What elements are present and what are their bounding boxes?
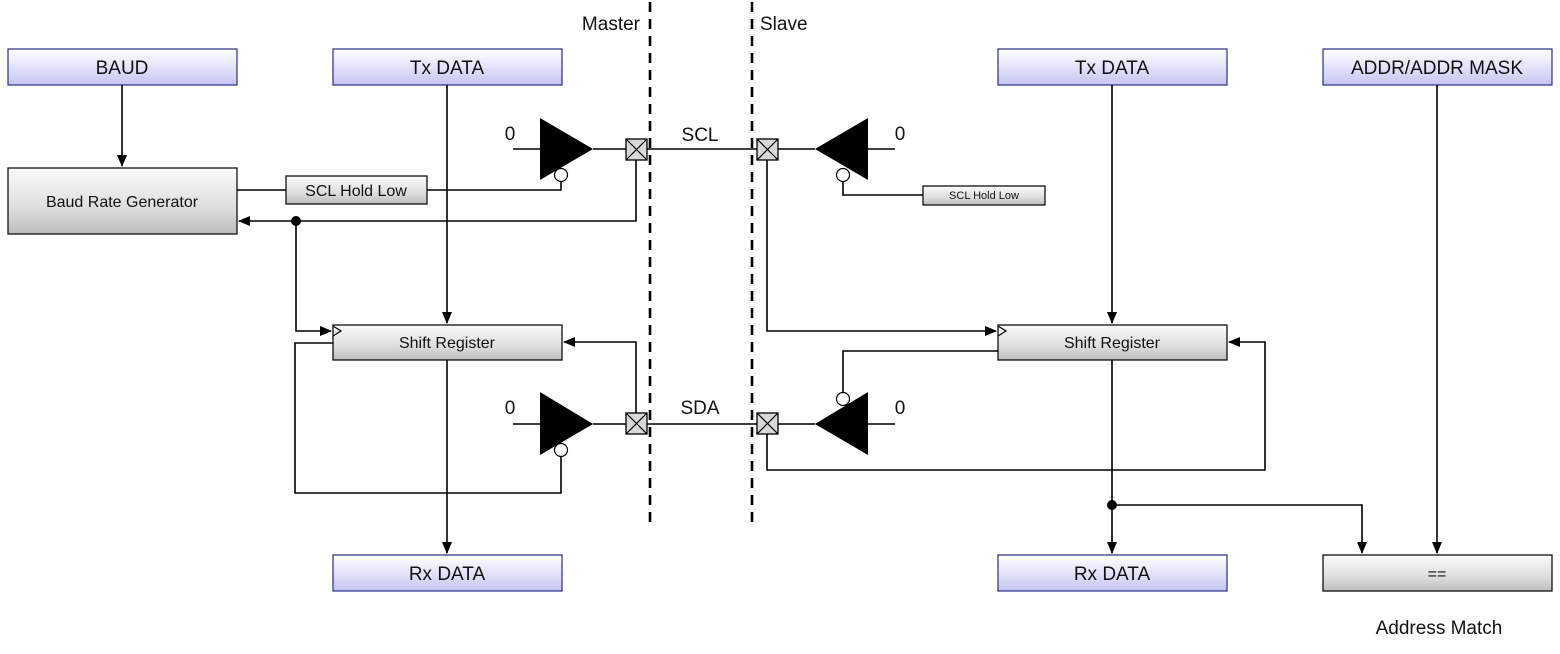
- slave-scl-driver-input: 0: [895, 124, 906, 145]
- master-scl-driver: [540, 118, 593, 183]
- slave-scl-driver: [815, 118, 868, 183]
- master-rx-data-box: Rx DATA: [332, 554, 563, 592]
- slave-shift-register-box: Shift Register: [997, 324, 1228, 361]
- slave-zone-label: Slave: [760, 14, 808, 35]
- slave-addr-mask-label: ADDR/ADDR MASK: [1351, 58, 1523, 79]
- slave-sda-pad: [756, 412, 779, 435]
- master-scl-hold-low-box: SCL Hold Low: [285, 175, 428, 205]
- master-rx-data-label: Rx DATA: [409, 564, 486, 585]
- slave-scl-pad: [756, 138, 779, 161]
- master-zone-label: Master: [582, 14, 641, 35]
- master-tx-data-box: Tx DATA: [332, 48, 563, 86]
- bus-wires: [647, 148, 757, 425]
- master-shift-register-box: Shift Register: [332, 324, 563, 361]
- slave-sda-driver: [815, 391, 868, 455]
- master-sda-driver-input: 0: [505, 398, 516, 419]
- master-baud-label: BAUD: [96, 58, 149, 79]
- sda-bus-label: SDA: [680, 398, 719, 419]
- address-comparator-box: ==: [1322, 554, 1553, 592]
- baud-rate-generator-box: Baud Rate Generator: [7, 167, 238, 235]
- master-scl-hold-low-label: SCL Hold Low: [305, 183, 407, 200]
- slave-shift-register-label: Shift Register: [1064, 335, 1161, 352]
- master-tx-data-label: Tx DATA: [410, 58, 485, 79]
- address-match-label: Address Match: [1376, 618, 1503, 639]
- master-scl-pad: [625, 138, 648, 161]
- slave-tx-data-box: Tx DATA: [997, 48, 1228, 86]
- baud-rate-generator-label: Baud Rate Generator: [46, 194, 199, 211]
- slave-wires: [766, 85, 1442, 554]
- slave-sda-driver-input: 0: [895, 398, 906, 419]
- master-sda-driver: [540, 392, 593, 458]
- slave-addr-mask-box: ADDR/ADDR MASK: [1322, 48, 1553, 86]
- master-wires: [117, 85, 637, 554]
- master-baud-box: BAUD: [7, 48, 238, 86]
- slave-rx-data-label: Rx DATA: [1074, 564, 1151, 585]
- slave-tx-data-label: Tx DATA: [1075, 58, 1150, 79]
- master-shift-register-label: Shift Register: [399, 335, 496, 352]
- master-sda-pad: [625, 412, 648, 435]
- address-comparator-label: ==: [1428, 566, 1447, 583]
- slave-scl-hold-low-label: SCL Hold Low: [949, 190, 1019, 202]
- slave-rx-data-box: Rx DATA: [997, 554, 1228, 592]
- master-scl-driver-input: 0: [505, 124, 516, 145]
- slave-scl-hold-low-box: SCL Hold Low: [922, 185, 1046, 206]
- scl-bus-label: SCL: [682, 125, 719, 146]
